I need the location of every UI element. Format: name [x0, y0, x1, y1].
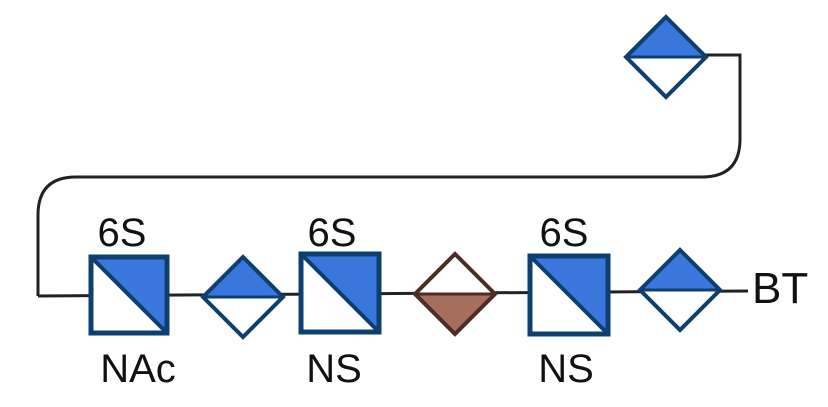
residue-diamond-1 — [200, 254, 286, 340]
residue-4-bottom-label: NS — [538, 347, 594, 391]
residue-diamond-2 — [637, 247, 723, 333]
end-label-bt: BT — [752, 264, 808, 313]
diamond-outline — [200, 254, 286, 340]
diamond-top-half — [415, 254, 495, 294]
branch-connector-line — [36, 53, 742, 296]
residue-2-bottom-label: NS — [306, 347, 362, 391]
residue-square-6s-ns-2 — [527, 253, 611, 337]
residue-diamond-brown — [412, 251, 498, 337]
branch-residue-diamond — [623, 14, 709, 100]
residue-0-bottom-label: NAc — [100, 347, 176, 391]
diamond-bottom-half — [203, 297, 283, 337]
square-outline — [527, 253, 611, 337]
diamond-top-half — [626, 17, 706, 57]
residue-square-6s-nac — [88, 254, 170, 336]
diamond-outline — [637, 247, 723, 333]
square-outline — [88, 254, 170, 336]
residue-square-6s-ns-1 — [298, 251, 382, 335]
square-diagonal — [89, 255, 169, 335]
diamond-outline — [412, 251, 498, 337]
diamond-bottom-half — [640, 290, 720, 330]
diamond-top-half — [203, 257, 283, 297]
square-diagonal — [528, 254, 610, 336]
diamond-bottom-half — [626, 57, 706, 97]
residue-2-top-label: 6S — [308, 211, 357, 255]
residue-4-top-label: 6S — [540, 211, 589, 255]
diamond-outline — [623, 14, 709, 100]
square-outline — [298, 251, 382, 335]
residue-0-top-label: 6S — [98, 211, 147, 255]
diamond-top-half — [640, 250, 720, 290]
diamond-bottom-half — [415, 294, 495, 334]
square-diagonal — [299, 252, 381, 334]
